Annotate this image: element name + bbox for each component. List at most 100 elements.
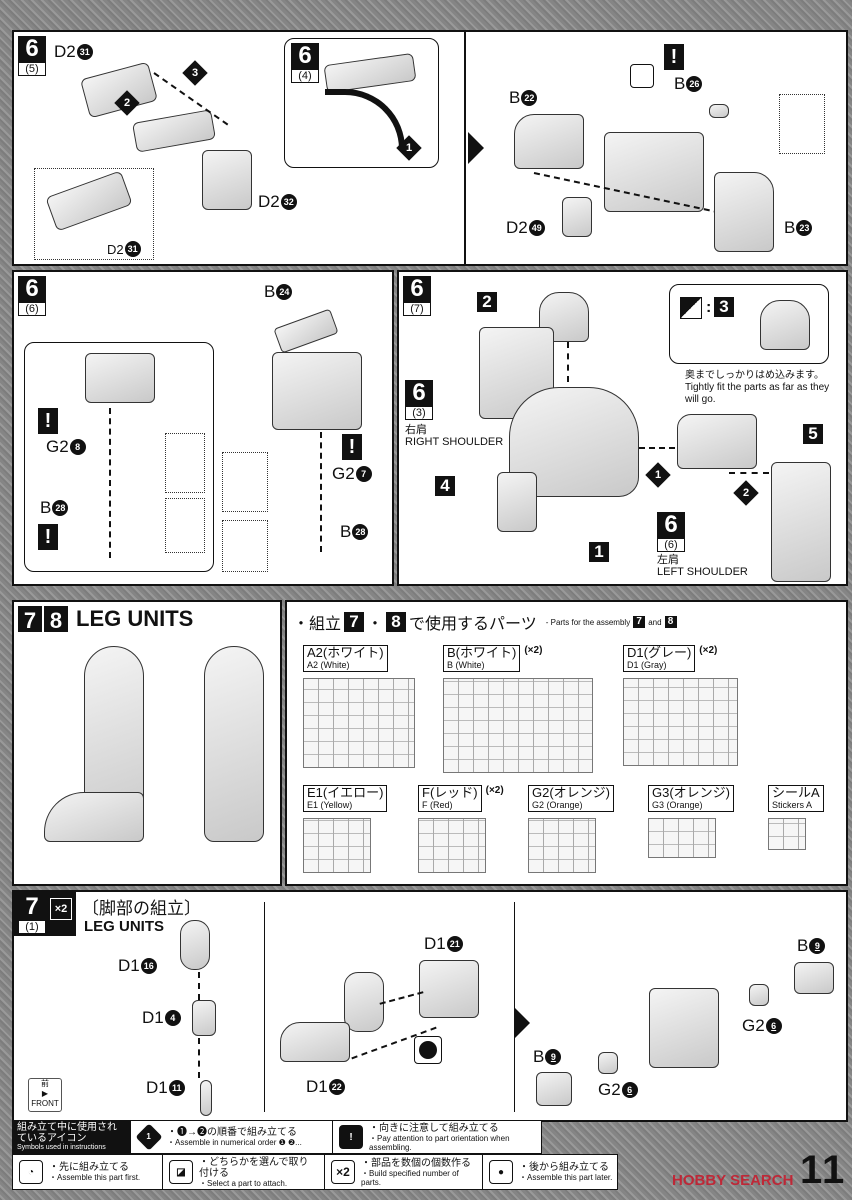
head-illustration — [760, 300, 810, 350]
runner-label-g3: G3(オレンジ)G3 (Orange) — [648, 785, 735, 812]
runner-count: (×2) — [699, 645, 718, 656]
legend-item: ◔・先に組み立てる・Assemble this part first. — [13, 1155, 163, 1189]
select-part-icon — [680, 297, 702, 319]
runner-group-g3: G3(オレンジ)G3 (Orange) — [648, 785, 753, 873]
symbols-legend-bottom: ◔・先に組み立てる・Assemble this part first. ◪・どち… — [12, 1154, 618, 1190]
dashed-arrow — [639, 447, 675, 449]
runner-row: A2(ホワイト)A2 (White) B(ホワイト)B (White)(×2) … — [303, 645, 793, 773]
fit-note: 奥までしっかりはめ込みます。Tightly fit the parts as f… — [685, 370, 830, 405]
section-title-jp: 〔脚部の組立〕 — [82, 899, 201, 918]
part-illustration — [200, 1080, 212, 1116]
exclamation-icon: ! — [339, 1125, 363, 1149]
part-number: 2 — [477, 292, 497, 312]
dashed-arrow — [198, 972, 200, 1000]
step-badge: 6(3) — [405, 380, 433, 420]
step-badge: 7(1) — [18, 894, 46, 934]
runner-group-a2: A2(ホワイト)A2 (White) — [303, 645, 428, 773]
runner-group-e1: E1(イエロー)E1 (Yellow) — [303, 785, 403, 873]
part-illustration — [536, 1072, 572, 1106]
dashed-arrow — [379, 991, 424, 1005]
runner-g3 — [648, 818, 716, 858]
next-arrow-icon — [514, 1007, 530, 1039]
order-2-icon: 2 — [733, 480, 759, 506]
exclamation-icon: ! — [664, 44, 684, 70]
select-callout: : 3 — [669, 284, 829, 364]
part-illustration — [714, 172, 774, 252]
part-illustration — [344, 972, 384, 1032]
part-illustration — [272, 352, 362, 430]
runner-g2 — [528, 818, 596, 873]
leg-units-title-panel: 7 8 LEG UNITS — [12, 600, 282, 886]
inset-box — [779, 94, 825, 154]
section-title-en: LEG UNITS — [84, 918, 165, 935]
part-illustration — [280, 1022, 350, 1062]
order-diamond-icon: 1 — [135, 1123, 163, 1151]
part-illustration — [180, 920, 210, 970]
order-1-icon: 3 — [182, 60, 208, 86]
left-shoulder-illustration — [677, 414, 757, 469]
part-illustration — [794, 962, 834, 994]
part-illustration — [514, 114, 584, 169]
page-number: 11 — [800, 1148, 847, 1192]
curved-arrow — [325, 89, 405, 149]
exclamation-icon: ! — [342, 434, 362, 460]
inset-callout — [24, 342, 214, 572]
front-icon: 前▶FRONT — [28, 1078, 62, 1112]
part-illustration — [85, 353, 155, 403]
part-illustration — [598, 1052, 618, 1074]
watermark: HOBBY SEARCH — [672, 1172, 794, 1189]
part-illustration — [45, 170, 133, 232]
runner-d1 — [623, 678, 738, 766]
leg-illustration — [204, 646, 264, 842]
legend-item: !・向きに注意して組み立てる・Pay attention to part ori… — [333, 1121, 540, 1153]
assemble-first-icon — [630, 64, 654, 88]
runner-label-b: B(ホワイト)B (White) — [443, 645, 521, 672]
legend-item: ×2・部品を数個の個数作る・Build specified number of … — [325, 1155, 483, 1189]
part-illustration — [604, 132, 704, 212]
runner-count: (×2) — [524, 645, 543, 656]
part-illustration — [649, 988, 719, 1068]
part-illustration — [562, 197, 592, 237]
orientation-inset — [165, 498, 205, 553]
foot-illustration — [44, 792, 144, 842]
part-illustration — [132, 109, 216, 153]
part-illustration — [323, 52, 417, 94]
step-badge: 6(4) — [291, 43, 319, 83]
part-illustration — [709, 104, 729, 118]
multiply-icon: ×2 — [50, 898, 72, 920]
arm-illustration — [771, 462, 831, 582]
select-part-icon: ◪ — [169, 1160, 193, 1184]
runner-label-a2: A2(ホワイト)A2 (White) — [303, 645, 388, 672]
exclamation-icon: ! — [38, 524, 58, 550]
runner-label-e1: E1(イエロー)E1 (Yellow) — [303, 785, 388, 812]
step-badge: 6(6) — [657, 512, 685, 552]
inset-callout: 6(4) 1 — [284, 38, 439, 168]
runner-row: E1(イエロー)E1 (Yellow) F(レッド)F (Red)(×2) G2… — [303, 785, 838, 873]
assemble-later-icon — [414, 1036, 442, 1064]
part-illustration — [749, 984, 769, 1006]
runner-a2 — [303, 678, 415, 768]
part-illustration — [192, 1000, 216, 1036]
step-badge: 6(5) — [18, 36, 46, 76]
runner-label-d1: D1(グレー)D1 (Gray) — [623, 645, 696, 672]
dashed-arrow — [567, 342, 569, 382]
dashed-arrow — [320, 432, 322, 552]
